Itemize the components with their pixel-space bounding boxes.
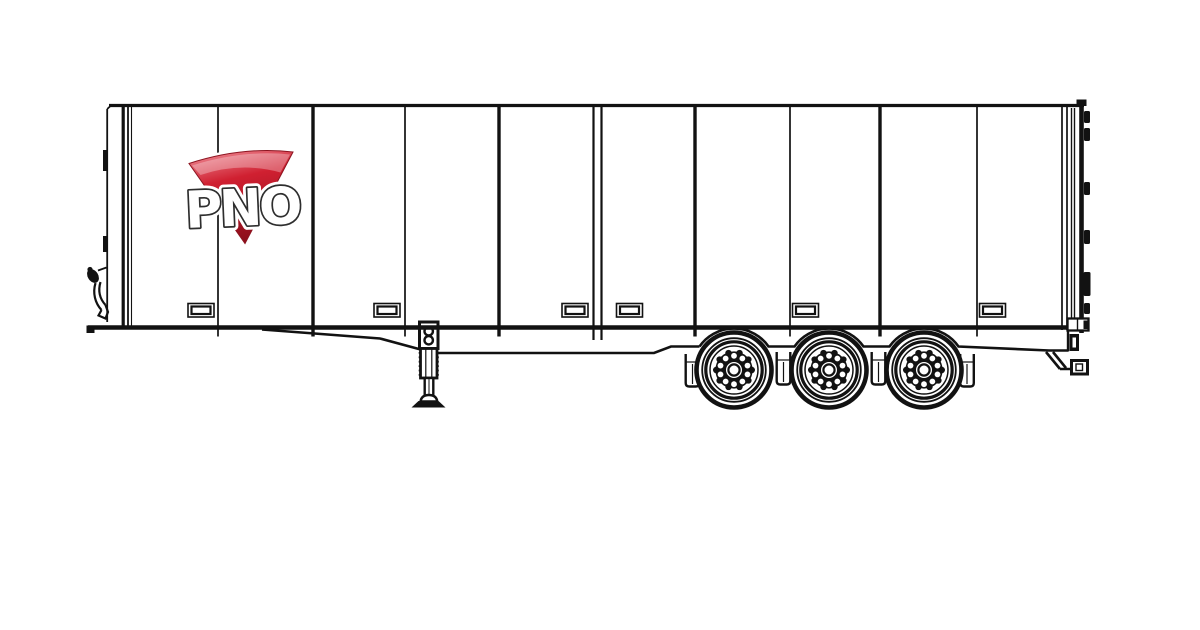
landing-gear-foot-dome (419, 393, 439, 403)
door-hinge (1084, 230, 1090, 244)
front-wall-outer-edge (106, 104, 112, 322)
curtain-handle (615, 302, 644, 319)
pno-logo-text-halo: PNO (184, 177, 302, 241)
curtain-handle (372, 302, 402, 319)
bottom-rail-front-step (86, 325, 95, 333)
air-hose-loop (96, 304, 110, 320)
pno-logo: PNO PNO (179, 147, 306, 247)
rear-panel-edge-pair (1061, 107, 1068, 330)
door-hinge (1084, 128, 1090, 141)
pno-logo-gloss (192, 153, 290, 175)
air-hose-lines (93, 281, 107, 311)
wheel-rear (887, 333, 962, 408)
pno-logo-text: PNO (184, 177, 302, 241)
curtain-handle (560, 302, 590, 319)
wheels (697, 333, 962, 408)
axle-bracket (775, 350, 792, 386)
axle-bracket (870, 350, 887, 386)
rear-post-top-tab (1076, 99, 1087, 106)
air-hose-coupling (87, 269, 99, 283)
center-seam-pair (592, 107, 603, 340)
rear-door-frame (1061, 99, 1091, 333)
door-hinge (1084, 303, 1090, 314)
trailer-body (86, 103, 1084, 340)
door-lock-handle (1083, 272, 1091, 296)
curtain-handle (791, 302, 820, 319)
door-hinge (1084, 111, 1090, 123)
underride-guard (1044, 317, 1090, 376)
pillar-lines (311, 107, 882, 337)
wheel-middle (792, 333, 867, 408)
landing-gear-upper-leg (419, 347, 439, 380)
curtain-handles (186, 302, 1007, 319)
door-hinge (1084, 182, 1090, 195)
air-hose (87, 266, 110, 320)
wheel-front (697, 333, 772, 408)
front-lashing-point (103, 236, 107, 252)
crank-hole (423, 334, 435, 346)
bumper-strut (1044, 351, 1072, 371)
rear-frame-inner-band (1070, 108, 1076, 330)
front-lashing-point (103, 150, 107, 171)
door-hinges (1083, 111, 1091, 314)
bumper-foot (1070, 359, 1089, 376)
curtain-seam-lines (217, 107, 978, 337)
curtain-handle (186, 302, 216, 319)
curtain-handle (978, 302, 1007, 319)
pno-logo-triangle (188, 149, 294, 245)
landing-gear (411, 320, 446, 408)
gooseneck-line (261, 328, 700, 355)
